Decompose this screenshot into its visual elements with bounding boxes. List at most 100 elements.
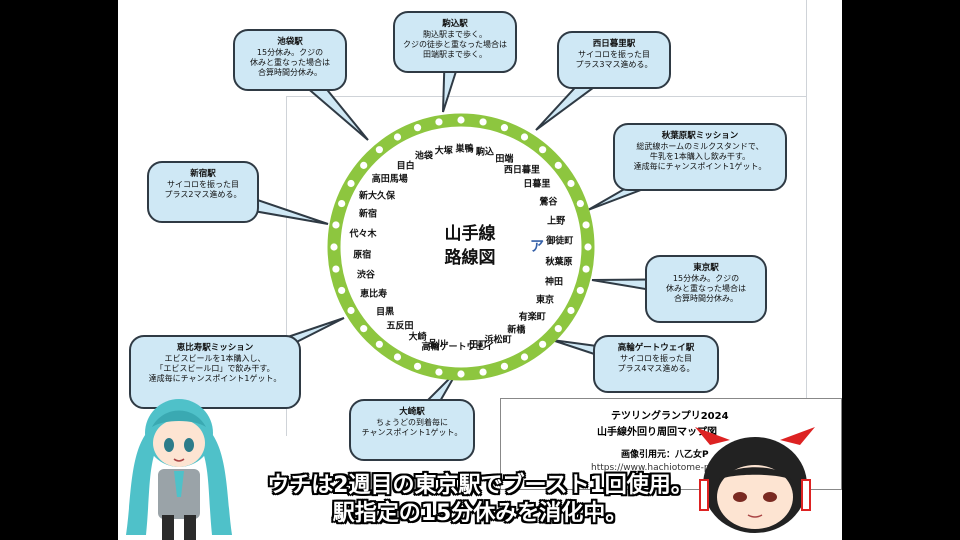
station-label: 巣鴨 bbox=[455, 144, 474, 155]
ring-station-dot bbox=[520, 133, 529, 141]
callout-title: 駒込駅 bbox=[442, 19, 468, 29]
video-subtitle: ウチは2週目の東京駅でブースト1回使用。 駅指定の15分休みを消化中。 bbox=[0, 472, 960, 528]
ring-station-dot bbox=[347, 306, 355, 315]
credit-url: https://www.hachiotome-p.com/ bbox=[591, 463, 735, 473]
ring-station-dot bbox=[375, 340, 383, 348]
callout-line: 「エビスビール口」で飲み干す。 bbox=[155, 364, 275, 373]
station-label: 大崎 bbox=[408, 332, 427, 343]
callout-line: 牛乳を1本購入し飲み干す。 bbox=[649, 152, 751, 161]
ring-station-dot bbox=[457, 370, 465, 378]
map-title-line2: 路線図 bbox=[444, 248, 496, 268]
callout-bubble bbox=[233, 29, 347, 91]
ring-station-dot bbox=[360, 325, 368, 333]
route-map bbox=[129, 11, 787, 461]
credit-title: テツリングランプリ2024 bbox=[611, 411, 729, 422]
callout-text: 高輪ゲートウェイ駅サイコロを振った目プラス4マス進める。 bbox=[594, 343, 718, 374]
callout-text: 大崎駅ちょうどの到着毎にチャンスポイント1ゲット。 bbox=[350, 407, 474, 438]
callout-line: 休みと重なった場合は bbox=[666, 284, 746, 293]
callout-title: 恵比寿駅ミッション bbox=[176, 343, 254, 353]
ring-station-dot bbox=[479, 368, 487, 376]
credit-box: テツリングランプリ2024 山手線外回り周回マップ図 画像引用元：八乙女P ht… bbox=[500, 398, 842, 490]
callout-title: 新宿駅 bbox=[190, 169, 216, 179]
callout-line: サイコロを振った目 bbox=[167, 180, 239, 189]
callout-line: 休みと重なった場合は bbox=[250, 58, 330, 67]
callout-title: 西日暮里駅 bbox=[592, 39, 636, 49]
station-label: 神田 bbox=[545, 277, 564, 288]
station-label: 秋葉原 bbox=[545, 257, 573, 268]
station-label: 東京 bbox=[535, 295, 554, 306]
subtitle-line-1: ウチは2週目の東京駅でブースト1回使用。 bbox=[267, 473, 693, 498]
ring-station-dot bbox=[332, 221, 340, 229]
callout-text: 西日暮里駅サイコロを振った目プラス3マス進める。 bbox=[558, 39, 670, 70]
ring-station-dot bbox=[576, 286, 584, 295]
ring-station-dot bbox=[567, 306, 575, 315]
callout-line: サイコロを振った目 bbox=[578, 50, 650, 59]
ring-station-dot bbox=[338, 199, 346, 208]
map-title-line1: 山手線 bbox=[444, 224, 496, 244]
ring-station-dot bbox=[347, 179, 355, 188]
callout-line: クジの徒歩と重なった場合は bbox=[403, 40, 507, 49]
ring-station-dot bbox=[413, 124, 422, 132]
ring-station-dot bbox=[582, 221, 590, 229]
callout-line: ちょうどの到着毎に bbox=[376, 418, 448, 427]
credit-subtitle: 山手線外回り周回マップ図 bbox=[597, 427, 717, 438]
ring-station-dot bbox=[554, 325, 562, 333]
callout-line: プラス3マス進める。 bbox=[575, 60, 653, 69]
station-label: 高田馬場 bbox=[371, 174, 408, 185]
callout-title: 高輪ゲートウェイ駅 bbox=[617, 343, 695, 353]
ring-station-dot bbox=[567, 179, 575, 188]
credit-source: 画像引用元：八乙女P bbox=[621, 450, 709, 460]
station-label: 田町 bbox=[469, 340, 488, 351]
station-label: 渋谷 bbox=[356, 270, 375, 281]
callout-bubble bbox=[593, 335, 719, 393]
callout-bubble bbox=[147, 161, 259, 223]
station-label: 代々木 bbox=[349, 229, 377, 240]
ring-station-dot bbox=[393, 353, 402, 361]
ring-station-dot bbox=[584, 243, 592, 251]
callout-bubble bbox=[613, 123, 787, 191]
callout-text: 恵比寿駅ミッションエビスビールを1本購入し、「エビスビール口」で飲み干す。達成毎… bbox=[130, 343, 300, 384]
station-label: 大塚 bbox=[434, 146, 453, 156]
station-label: 池袋 bbox=[414, 151, 433, 162]
guide-line bbox=[286, 96, 806, 97]
callout-line: 総武線ホームのミルクスタンドで、 bbox=[636, 142, 764, 151]
callout-line: 15分休み。クジの bbox=[672, 274, 740, 283]
callout-line: サイコロを振った目 bbox=[620, 354, 692, 363]
callout-bubble bbox=[129, 335, 301, 409]
station-label: 駒込 bbox=[475, 147, 494, 158]
station-label: 恵比寿 bbox=[360, 289, 388, 300]
ring-station-dot bbox=[457, 116, 465, 124]
callout-bubble bbox=[393, 11, 517, 73]
station-label: 御徒町 bbox=[546, 236, 574, 247]
callout-line: エビスビールを1本購入し、 bbox=[164, 354, 266, 363]
ring-station-dot bbox=[435, 118, 443, 126]
ring-station-dot bbox=[554, 161, 562, 169]
ring-station-dot bbox=[413, 362, 422, 370]
ring-station-dot bbox=[500, 124, 509, 132]
station-label: 浜松町 bbox=[484, 335, 512, 346]
map-title: 山手線 路線図 bbox=[410, 222, 530, 270]
ring-station-dot bbox=[539, 340, 547, 348]
callout-line: 合算時間分休み。 bbox=[258, 68, 322, 77]
ring-station-dot bbox=[375, 146, 383, 154]
station-label: 原宿 bbox=[353, 250, 372, 261]
callout-line: 15分休み。クジの bbox=[256, 48, 324, 57]
station-label: 有楽町 bbox=[518, 312, 546, 323]
ring-station-dot bbox=[435, 368, 443, 376]
ring-station-dot bbox=[332, 265, 340, 273]
station-label: 新橋 bbox=[507, 325, 526, 336]
ring-station-dot bbox=[582, 265, 590, 273]
station-label: 品川 bbox=[428, 339, 447, 350]
callout-bubble bbox=[557, 31, 671, 89]
callout-bubble bbox=[645, 255, 767, 323]
callout-title: 秋葉原駅ミッション bbox=[661, 131, 739, 141]
ring-station-dot bbox=[360, 161, 368, 169]
ring-station-dot bbox=[500, 362, 509, 370]
callout-line: 達成毎にチャンスポイント1ゲット。 bbox=[148, 374, 282, 383]
ring-station-dot bbox=[520, 353, 529, 361]
callout-line: 駒込駅まで歩く。 bbox=[423, 30, 487, 39]
callout-title: 大崎駅 bbox=[399, 407, 425, 417]
station-label: 日暮里 bbox=[523, 179, 551, 190]
